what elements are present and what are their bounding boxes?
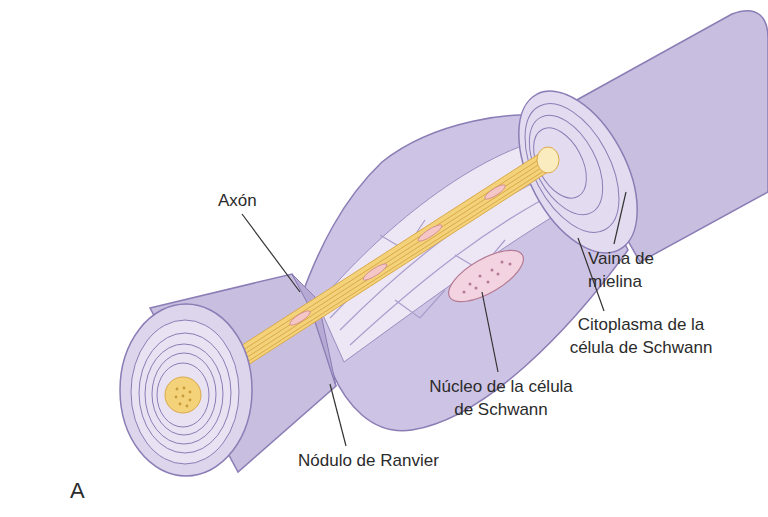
left-cross-section (120, 304, 252, 476)
cutaway-interior (318, 136, 590, 362)
cytoplasm-label: Citoplasma de la célula de Schwann (560, 314, 722, 360)
nucleus-label: Núcleo de la célula de Schwann (426, 376, 576, 422)
myelin-label: Vaina de mielina (588, 248, 674, 294)
node-label: Nódulo de Ranvier (298, 450, 439, 473)
schwann-nucleus (441, 240, 531, 311)
figure-letter: A (70, 476, 85, 506)
axon-label: Axón (218, 190, 257, 213)
leader-lines (242, 192, 626, 446)
